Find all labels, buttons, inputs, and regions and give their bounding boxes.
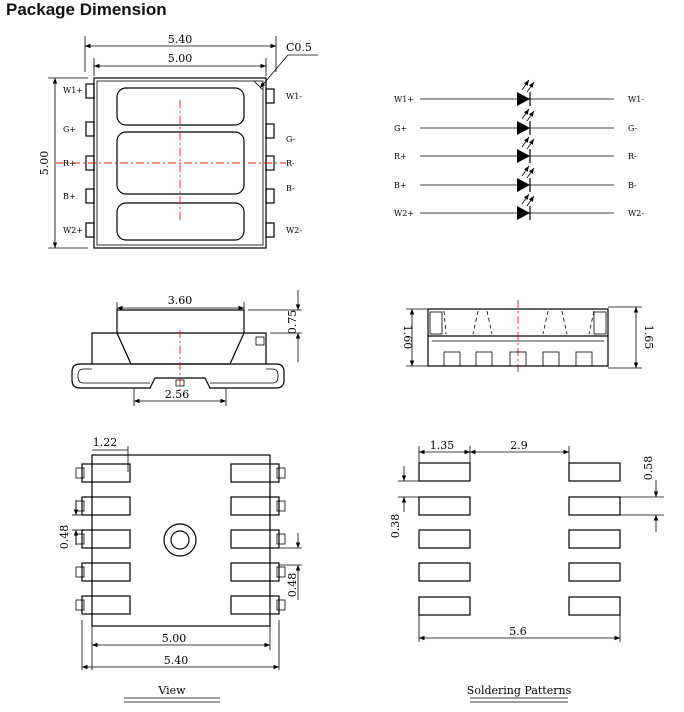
sch-g-minus: G- bbox=[628, 124, 638, 133]
sch-g-plus: G+ bbox=[394, 124, 407, 133]
dim-body-width-500: 5.00 bbox=[162, 632, 187, 645]
caption-view: View bbox=[157, 684, 186, 697]
pin-w1-plus: W1+ bbox=[63, 86, 83, 95]
sch-w2-plus: W2+ bbox=[394, 209, 414, 218]
dim-inner-width-500: 5.00 bbox=[168, 52, 193, 65]
dim-front-height-160: 1.60 bbox=[401, 325, 414, 350]
dim-gap-29: 2.9 bbox=[510, 439, 528, 452]
soldering-pattern: 1.35 2.9 0.58 0.38 5.6 Soldering Pattern… bbox=[389, 439, 664, 703]
pin-b-minus: B- bbox=[286, 184, 295, 193]
dim-pad-height-058: 0.58 bbox=[642, 456, 655, 481]
dim-width-540: 5.40 bbox=[168, 33, 193, 46]
sch-w1-plus: W1+ bbox=[394, 95, 414, 104]
pin-r-minus: R- bbox=[286, 159, 295, 168]
dim-front-height-165: 1.65 bbox=[642, 325, 655, 350]
chamfer-label: C0.5 bbox=[286, 41, 312, 54]
sch-w1-minus: W1- bbox=[628, 95, 644, 104]
pin-g-minus: G- bbox=[286, 135, 296, 144]
pin-w2-minus: W2- bbox=[286, 226, 302, 235]
dim-height-500: 5.00 bbox=[38, 151, 51, 176]
sch-b-minus: B- bbox=[628, 181, 637, 190]
dim-lens-width-360: 3.60 bbox=[168, 294, 193, 307]
sch-r-plus: R+ bbox=[394, 152, 407, 161]
dim-pad-gap-038: 0.38 bbox=[389, 514, 402, 539]
pin-g-plus: G+ bbox=[63, 125, 76, 134]
caption-soldering-patterns: Soldering Patterns bbox=[467, 684, 572, 697]
bottom-view: 1.22 0.48 0.48 bbox=[58, 436, 302, 703]
dim-total-56: 5.6 bbox=[509, 625, 527, 638]
led-schematic: W1+ G+ R+ B+ W2+ W1- G- R- B- W2- bbox=[394, 79, 644, 220]
dim-pad-length-135: 1.35 bbox=[430, 439, 455, 452]
pin-w2-plus: W2+ bbox=[63, 226, 83, 235]
dim-lens-height-075: 0.75 bbox=[286, 310, 299, 335]
dim-lead-122: 1.22 bbox=[93, 436, 118, 449]
dim-pad-width-256: 2.56 bbox=[165, 388, 190, 401]
sch-w2-minus: W2- bbox=[628, 209, 644, 218]
dim-pitch-048: 0.48 bbox=[58, 525, 71, 550]
pin-b-plus: B+ bbox=[63, 192, 76, 201]
top-view: 5.40 5.00 C0.5 5.00 bbox=[38, 33, 318, 249]
side-view: 3.60 0.75 2.56 bbox=[71, 290, 302, 406]
dim-lead-width-048: 0.48 bbox=[286, 573, 299, 598]
sch-r-minus: R- bbox=[628, 152, 637, 161]
pin-w1-minus: W1- bbox=[286, 92, 302, 101]
sch-b-plus: B+ bbox=[394, 181, 407, 190]
front-view: 1.60 1.65 bbox=[401, 300, 655, 372]
page-title: Package Dimension bbox=[6, 0, 167, 19]
dim-total-width-540: 5.40 bbox=[164, 654, 189, 667]
pin-r-plus: R+ bbox=[63, 159, 76, 168]
